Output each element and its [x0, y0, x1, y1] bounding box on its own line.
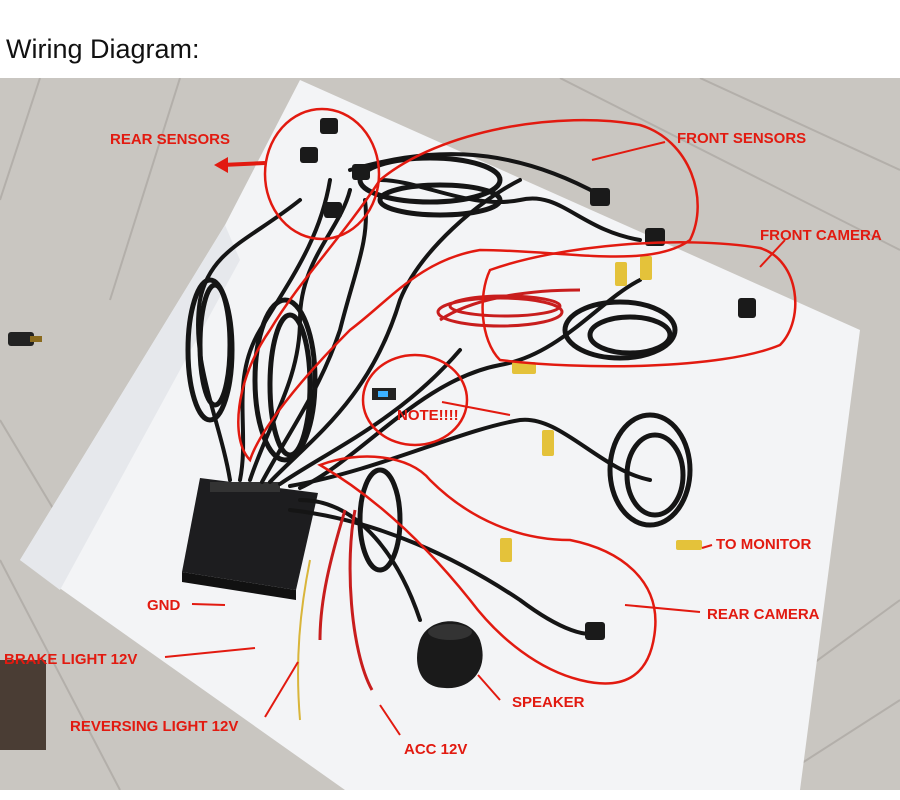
brake-light-label: BRAKE LIGHT 12V: [4, 651, 137, 668]
note-circle: [361, 353, 469, 447]
acc-label: ACC 12V: [404, 741, 467, 758]
to-monitor-label: TO MONITOR: [716, 536, 811, 553]
rear-sensors-circle: [263, 107, 381, 241]
front-sensors-outline: [237, 118, 699, 463]
rear-sensors-label: REAR SENSORS: [110, 131, 230, 148]
annotation-outlines: [237, 107, 797, 685]
note-adapter: [372, 388, 396, 400]
wiring-photo: REAR SENSORS FRONT SENSORS FRONT CAMERA …: [0, 78, 900, 790]
signal-wires-yellow: [297, 559, 311, 721]
annotation-arrows: [164, 141, 786, 736]
reversing-light-label: REVERSING LIGHT 12V: [70, 718, 238, 735]
control-box: [182, 478, 318, 600]
speaker-label: SPEAKER: [512, 694, 585, 711]
sheet-shadow: [20, 225, 240, 590]
sensor-parts: [300, 118, 756, 640]
rca-plugs: [500, 256, 702, 562]
front-camera-outline: [481, 241, 797, 368]
diagram-title: Wiring Diagram:: [6, 34, 200, 64]
front-sensors-label: FRONT SENSORS: [677, 130, 806, 147]
speaker-device: [417, 621, 483, 689]
power-wires-red: [318, 288, 581, 691]
gnd-label: GND: [147, 597, 181, 614]
rear-camera-outline: [317, 455, 657, 685]
front-camera-label: FRONT CAMERA: [760, 227, 882, 244]
note-label: NOTE!!!!: [397, 407, 459, 424]
box-corner: [0, 660, 46, 750]
annotation-labels: REAR SENSORS FRONT SENSORS FRONT CAMERA …: [4, 130, 882, 758]
rear-camera-label: REAR CAMERA: [707, 606, 820, 623]
cable-coils: [185, 155, 693, 573]
loose-sensor-part: [8, 332, 42, 346]
